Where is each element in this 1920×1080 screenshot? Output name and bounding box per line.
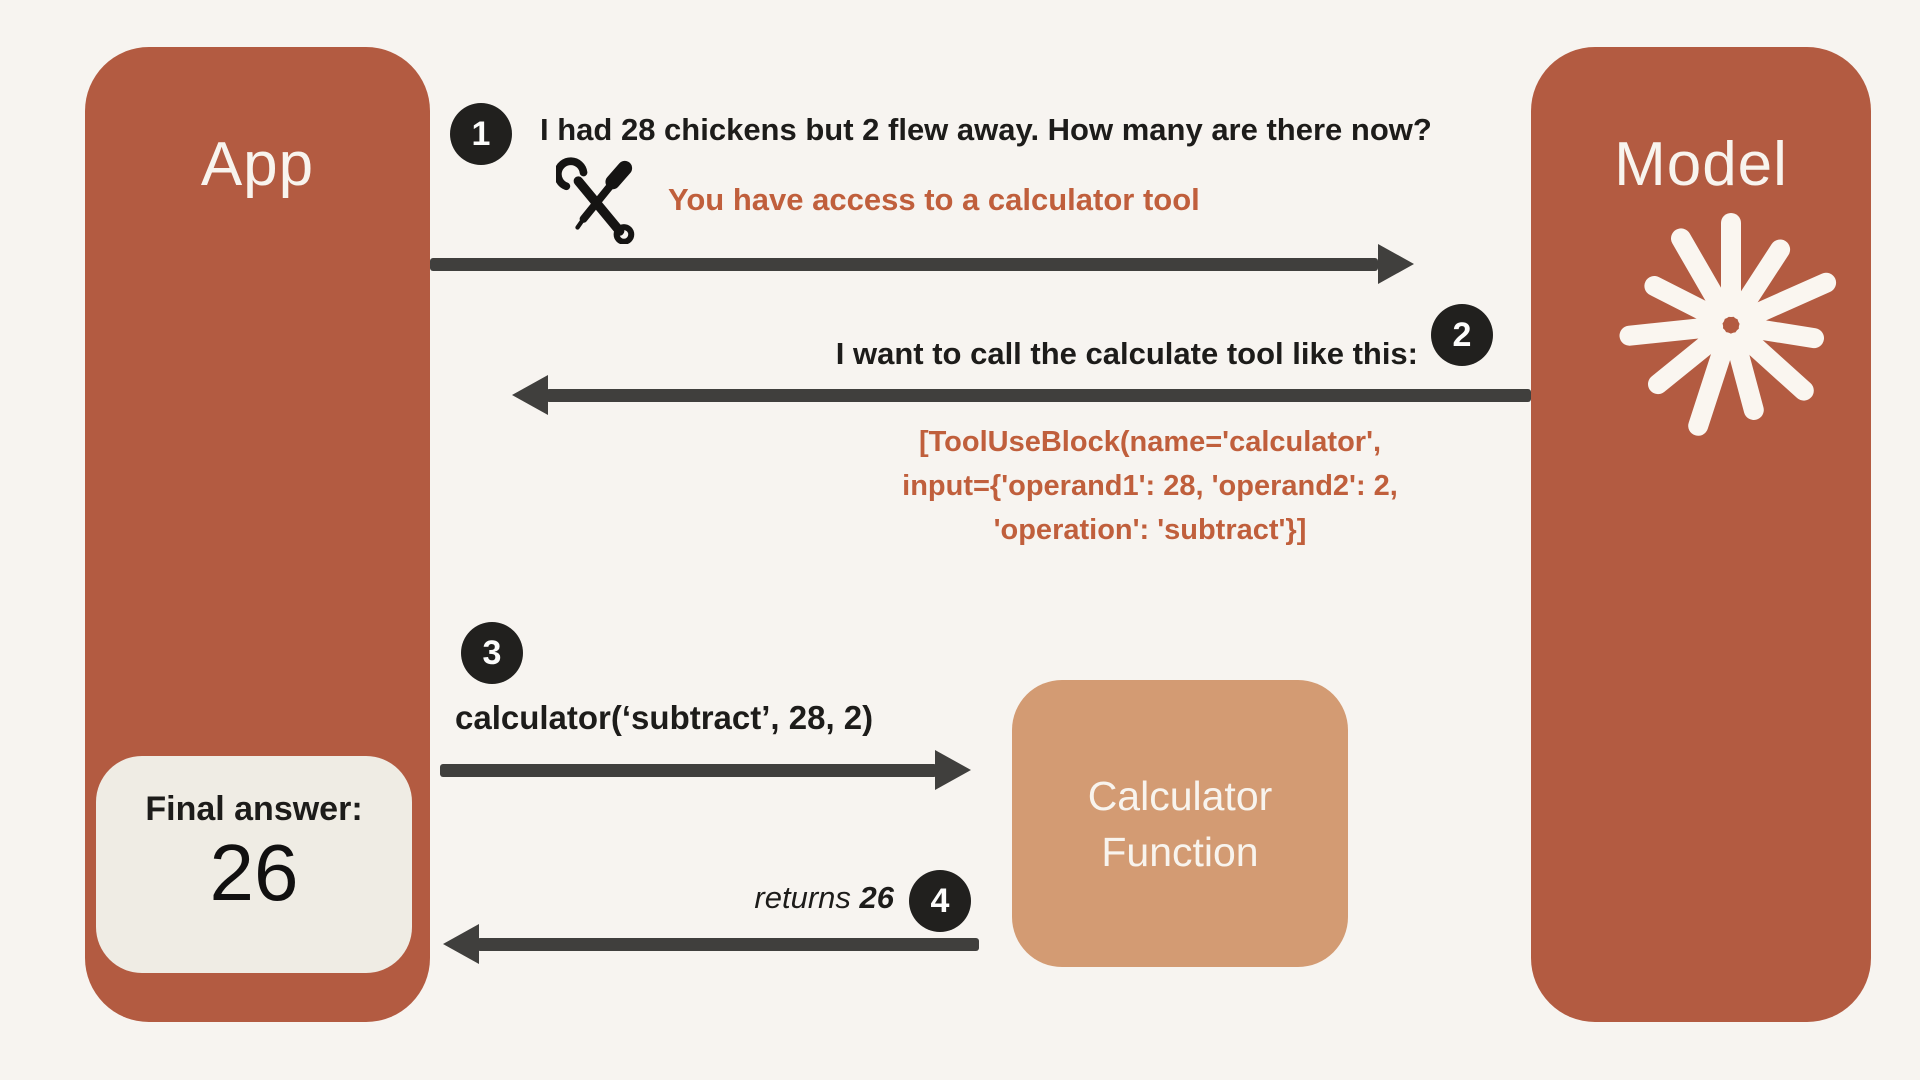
calculator-box-line1: Calculator bbox=[1087, 773, 1273, 819]
step-1-badge: 1 bbox=[450, 103, 512, 165]
final-answer-label: Final answer: bbox=[145, 790, 363, 828]
step-3-call-message: calculator(‘subtract’, 28, 2) bbox=[455, 699, 874, 736]
tool-use-block-code: [ToolUseBlock(name='calculator', input={… bbox=[850, 420, 1450, 552]
calculator-function-box: Calculator Function bbox=[1012, 680, 1348, 967]
step-2-model-message: I want to call the calculate tool like t… bbox=[835, 336, 1418, 371]
final-answer-panel: Final answer: 26 bbox=[96, 756, 412, 973]
step-1-user-message: I had 28 chickens but 2 flew away. How m… bbox=[540, 112, 1432, 147]
tools-icon bbox=[556, 157, 635, 244]
step-4-badge: 4 bbox=[909, 870, 971, 932]
step-1-system-note: You have access to a calculator tool bbox=[668, 182, 1200, 217]
code-line-1: [ToolUseBlock(name='calculator', bbox=[918, 426, 1382, 458]
calculator-box-line2: Function bbox=[1101, 829, 1259, 875]
return-prefix: returns bbox=[754, 880, 851, 915]
starburst-icon bbox=[1619, 213, 1837, 436]
code-line-3: 'operation': 'subtract'}] bbox=[993, 514, 1307, 546]
app-title: App bbox=[200, 130, 315, 199]
model-box: Model bbox=[1531, 47, 1871, 1022]
return-value: 26 bbox=[859, 880, 894, 915]
code-line-2: input={'operand1': 28, 'operand2': 2, bbox=[902, 470, 1398, 502]
step-2-badge: 2 bbox=[1431, 304, 1493, 366]
step-4-return-message: returns 26 bbox=[500, 880, 894, 916]
final-answer-value: 26 bbox=[209, 828, 299, 917]
step-3-badge: 3 bbox=[461, 622, 523, 684]
app-box: App Final answer: 26 bbox=[85, 47, 430, 1022]
model-title: Model bbox=[1614, 130, 1788, 199]
